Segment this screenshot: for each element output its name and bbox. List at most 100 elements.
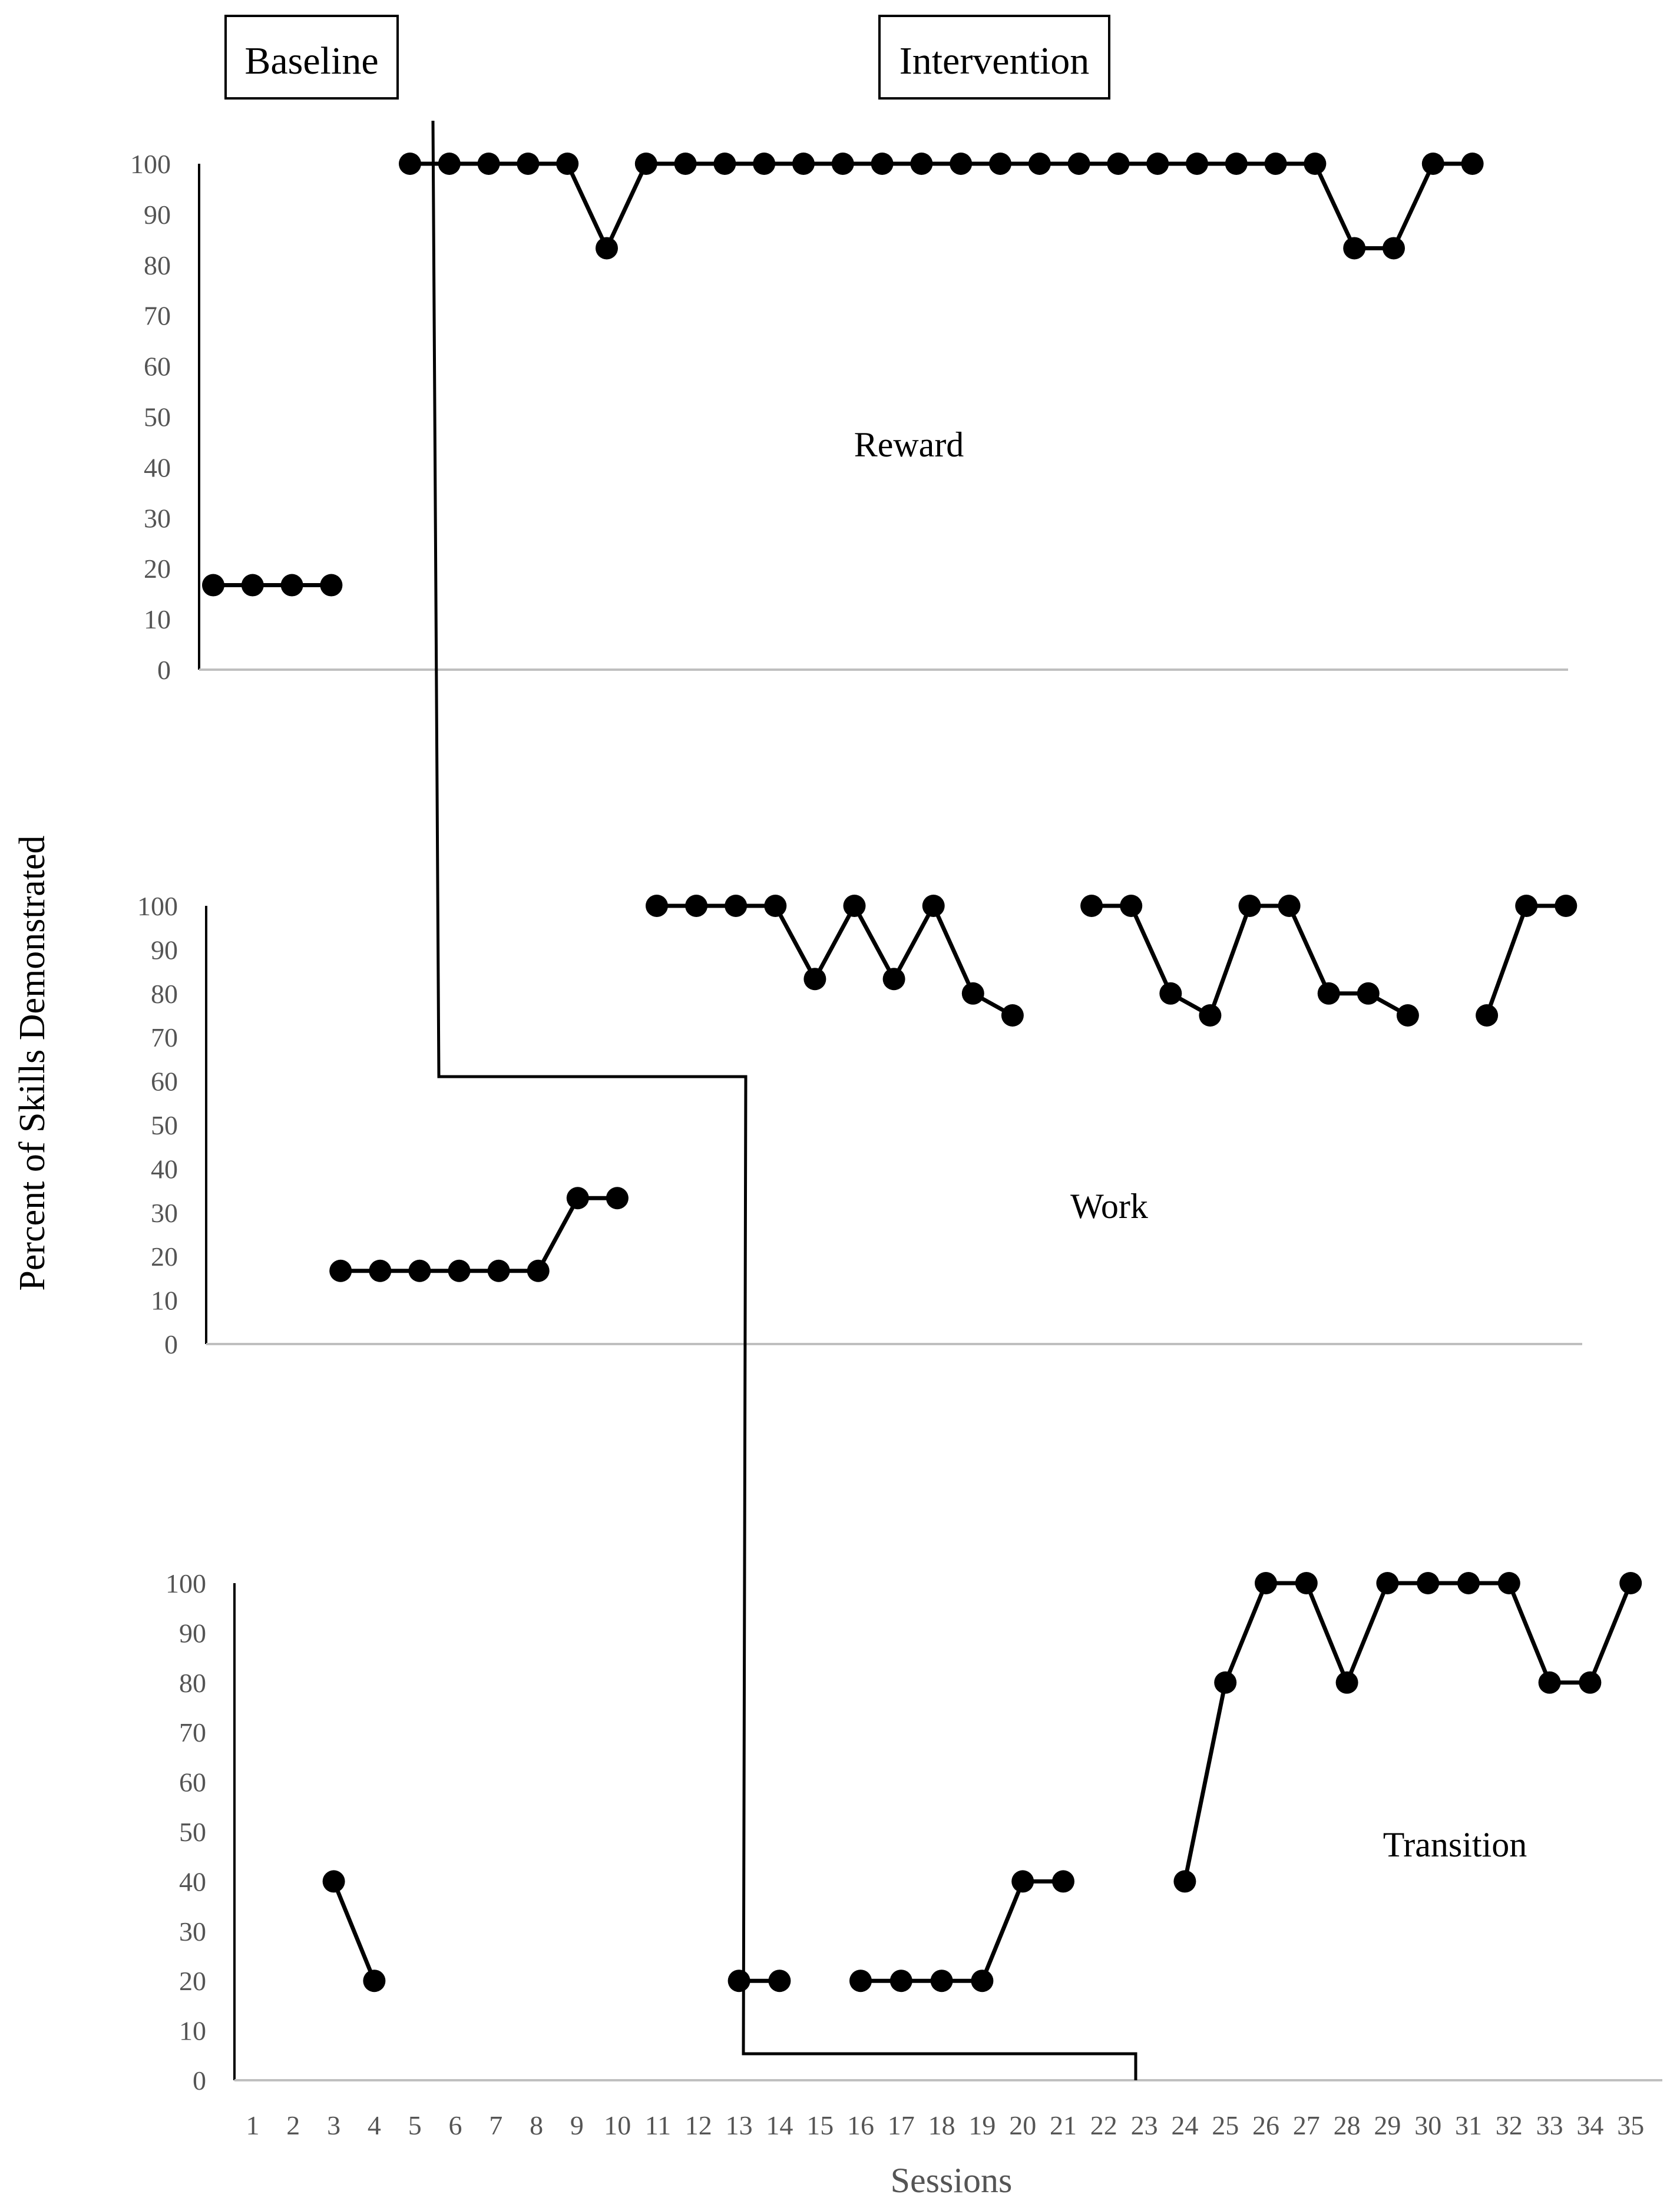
y-tick-label: 60 [179, 1768, 206, 1798]
y-tick-label: 80 [151, 979, 178, 1009]
x-tick-label: 33 [1536, 2110, 1563, 2140]
data-point [517, 153, 540, 175]
x-tick-label: 7 [489, 2110, 502, 2140]
data-point [803, 968, 826, 991]
data-point [1225, 153, 1248, 175]
data-point [1067, 153, 1090, 175]
data-point [792, 153, 815, 175]
data-point [961, 982, 984, 1005]
y-tick-label: 0 [164, 1329, 178, 1359]
intervention-phase-label: Intervention [899, 39, 1090, 82]
data-point [1376, 1572, 1399, 1594]
data-point [1173, 1870, 1196, 1893]
data-point [487, 1259, 510, 1282]
data-point [322, 1870, 345, 1893]
data-point [871, 153, 894, 175]
data-point [971, 1970, 994, 1992]
data-point [1579, 1671, 1602, 1694]
data-point [1457, 1572, 1480, 1594]
x-tick-label: 25 [1212, 2110, 1239, 2140]
data-point [831, 153, 854, 175]
x-tick-label: 10 [604, 2110, 631, 2140]
data-point [646, 895, 668, 917]
data-point [1052, 1870, 1074, 1893]
data-point [399, 153, 421, 175]
x-tick-label: 28 [1334, 2110, 1361, 2140]
data-point [922, 895, 945, 917]
y-tick-label: 0 [157, 655, 171, 685]
data-point [889, 1970, 912, 1992]
x-tick-label: 6 [449, 2110, 462, 2140]
data-point [1214, 1671, 1237, 1694]
x-tick-label: 16 [847, 2110, 874, 2140]
y-tick-label: 80 [179, 1668, 206, 1698]
data-point [1264, 153, 1287, 175]
data-point [1343, 237, 1366, 260]
data-point [363, 1970, 386, 1992]
y-tick-label: 40 [144, 452, 171, 482]
data-point [1295, 1572, 1318, 1594]
x-tick-label: 14 [766, 2110, 793, 2140]
data-point [241, 574, 264, 597]
y-tick-label: 80 [144, 250, 171, 280]
y-tick-label: 20 [144, 554, 171, 584]
data-point [527, 1259, 550, 1282]
data-point [1396, 1004, 1419, 1027]
data-point [606, 1187, 629, 1210]
data-point [596, 237, 618, 260]
x-tick-label: 13 [726, 2110, 753, 2140]
data-point [727, 1970, 750, 1992]
data-point [674, 153, 697, 175]
data-point [1011, 1870, 1034, 1893]
y-tick-label: 20 [151, 1242, 178, 1272]
data-point [882, 968, 905, 991]
series-line [657, 901, 1014, 1018]
data-point [1107, 153, 1130, 175]
y-tick-label: 20 [179, 1966, 206, 1996]
y-tick-label: 0 [193, 2066, 206, 2096]
x-tick-label: 2 [286, 2110, 300, 2140]
data-point [1001, 1004, 1024, 1027]
x-tick-label: 5 [408, 2110, 422, 2140]
data-point [1199, 1004, 1222, 1027]
data-point [202, 574, 224, 597]
x-axis-title: Sessions [891, 2161, 1013, 2200]
data-point [1317, 982, 1340, 1005]
data-point [930, 1970, 953, 1992]
data-point [280, 574, 303, 597]
data-point [1120, 895, 1143, 917]
x-tick-label: 3 [327, 2110, 340, 2140]
data-point [369, 1259, 392, 1282]
reward-panel-label: Reward [854, 425, 964, 464]
y-tick-label: 90 [151, 935, 178, 965]
y-tick-label: 50 [151, 1110, 178, 1140]
series-line [861, 1879, 1063, 1983]
x-tick-label: 20 [1009, 2110, 1036, 2140]
y-tick-label: 40 [179, 1866, 206, 1896]
y-tick-label: 70 [179, 1717, 206, 1747]
data-point [1515, 895, 1538, 917]
x-tick-label: 4 [368, 2110, 381, 2140]
series-line [410, 161, 1473, 253]
x-tick-label: 1 [246, 2110, 260, 2140]
y-tick-label: 50 [144, 402, 171, 432]
data-point [438, 153, 461, 175]
data-point [566, 1187, 589, 1210]
y-tick-label: 30 [151, 1198, 178, 1228]
data-point [1186, 153, 1208, 175]
data-point [1538, 1671, 1561, 1694]
intervention-phase-box: Intervention [878, 15, 1110, 100]
data-point [753, 153, 776, 175]
data-point [1619, 1572, 1642, 1594]
y-axis-title: Percent of Skills Demonstrated [12, 835, 52, 1290]
data-point [1417, 1572, 1440, 1594]
x-tick-label: 22 [1090, 2110, 1117, 2140]
x-tick-label: 11 [645, 2110, 671, 2140]
x-tick-label: 15 [806, 2110, 834, 2140]
y-tick-label: 90 [144, 200, 171, 230]
y-tick-label: 30 [144, 503, 171, 533]
x-tick-label: 26 [1252, 2110, 1279, 2140]
